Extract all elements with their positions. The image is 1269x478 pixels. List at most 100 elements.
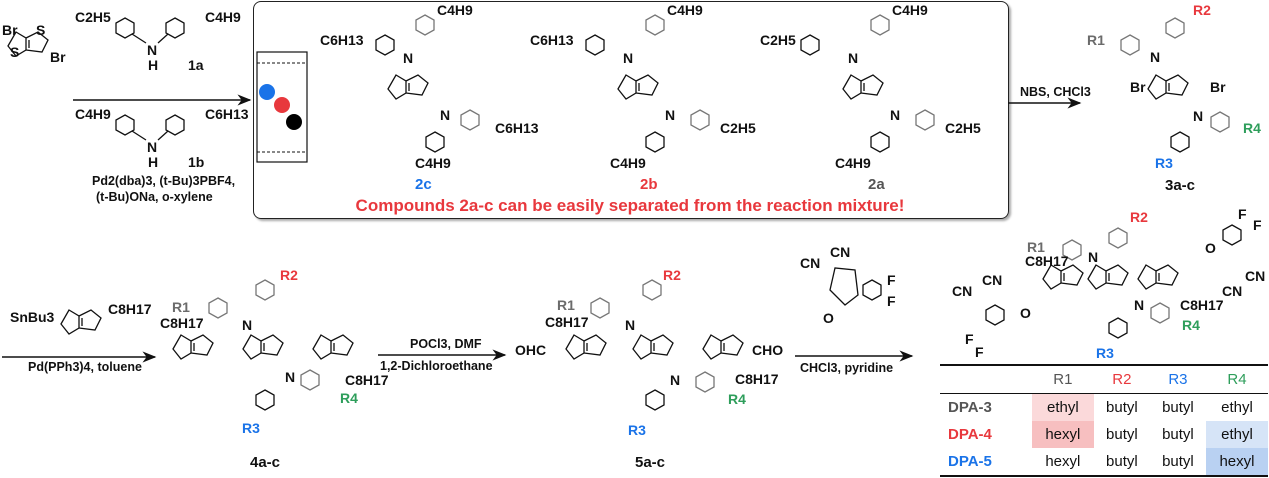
svg-text:C8H17: C8H17 [160,315,204,331]
separation-note: Compounds 2a-c can be easily separated f… [355,196,905,215]
cell: butyl [1162,426,1194,443]
conditions-step4-top: POCl3, DMF [410,337,482,351]
cell: hexyl [1205,448,1268,476]
separation-box [253,1,1009,219]
cell: ethyl [1031,393,1094,421]
svg-text:C4H9: C4H9 [437,2,473,18]
table-row: DPA-4 hexyl butyl butyl ethyl [940,421,1268,448]
svg-text:C8H17: C8H17 [735,371,779,387]
svg-text:C8H17: C8H17 [108,301,152,317]
stannyl-thienothiophene: SnBu3 C8H17 [10,301,152,335]
svg-text:F: F [1253,217,1262,233]
svg-text:C8H17: C8H17 [1025,253,1069,269]
svg-text:N: N [623,50,633,66]
compound-5a-c: N N OHC CHO R1 R2 R3 R4 C8H17 C8H17 5a-c [515,267,783,471]
table-header-r3: R3 [1168,371,1188,388]
svg-text:N: N [848,50,858,66]
svg-text:N: N [403,50,413,66]
svg-text:1b: 1b [188,154,204,170]
svg-text:4a-c: 4a-c [250,454,280,471]
conditions-step2: NBS, CHCl3 [1020,85,1091,99]
cell: butyl [1162,453,1194,470]
svg-text:R1: R1 [172,299,190,315]
svg-text:R2: R2 [1193,2,1211,18]
tlc-plate [256,51,308,163]
svg-text:C6H13: C6H13 [320,32,364,48]
svg-text:C2H5: C2H5 [720,120,756,136]
compound-2b: N N C6H13 C4H9 C4H9 C2H5 2b [530,2,756,193]
svg-text:R4: R4 [340,390,358,406]
amine-1b: C4H9 C6H13 N H 1b [75,106,249,170]
svg-text:R2: R2 [663,267,681,283]
svg-text:CN: CN [952,283,972,299]
svg-text:C4H9: C4H9 [205,9,241,25]
svg-text:Br: Br [1130,79,1146,95]
svg-text:C2H5: C2H5 [75,9,111,25]
svg-text:S: S [36,22,45,38]
svg-text:C4H9: C4H9 [892,2,928,18]
svg-text:O: O [1020,305,1031,321]
ic-2f-reagent: CN CN F F O [800,244,896,326]
conditions-step1-line1: Pd2(dba)3, (t-Bu)3PBF4, [92,174,235,188]
svg-text:N: N [147,42,157,58]
svg-text:N: N [285,369,295,385]
tlc-spot-black [286,114,302,130]
svg-text:CN: CN [800,255,820,271]
substituent-table: R1 R2 R3 R4 DPA-3 ethyl butyl butyl ethy… [940,364,1268,477]
svg-text:SnBu3: SnBu3 [10,309,55,325]
svg-text:OHC: OHC [515,342,546,358]
svg-text:R1: R1 [1027,239,1045,255]
cell: butyl [1106,399,1138,416]
svg-text:R4: R4 [1182,317,1200,333]
svg-text:2c: 2c [415,176,432,193]
svg-text:N: N [670,372,680,388]
conditions-step1-line2: (t-Bu)ONa, o-xylene [96,190,213,204]
table-header-blank [940,365,1032,394]
svg-text:F: F [1238,206,1247,222]
svg-text:CN: CN [982,272,1002,288]
row-name-dpa3: DPA-3 [948,399,992,416]
tlc-spot-blue [259,84,275,100]
svg-text:N: N [147,139,157,155]
svg-text:S: S [10,44,19,60]
row-name-dpa4: DPA-4 [948,426,992,443]
svg-text:R3: R3 [1096,345,1114,361]
svg-text:C4H9: C4H9 [75,106,111,122]
svg-text:2a: 2a [868,176,885,193]
svg-text:N: N [242,317,252,333]
cell: hexyl [1045,453,1081,470]
cell: butyl [1106,453,1138,470]
table-header-row: R1 R2 R3 R4 [940,365,1268,394]
svg-text:3a-c: 3a-c [1165,177,1195,194]
svg-text:N: N [625,317,635,333]
svg-text:N: N [1150,49,1160,65]
svg-text:C4H9: C4H9 [667,2,703,18]
svg-text:C6H13: C6H13 [495,120,539,136]
conditions-step3: Pd(PPh3)4, toluene [28,360,142,374]
table-row: DPA-3 ethyl butyl butyl ethyl [940,393,1268,421]
svg-text:F: F [887,293,896,309]
svg-text:R3: R3 [628,422,646,438]
svg-text:2b: 2b [640,176,658,193]
cell: ethyl [1221,399,1253,416]
cell: butyl [1162,399,1194,416]
svg-text:C4H9: C4H9 [835,155,871,171]
svg-text:C8H17: C8H17 [1180,297,1224,313]
svg-text:C6H13: C6H13 [205,106,249,122]
amine-1a: C2H5 C4H9 N H 1a [75,9,241,73]
compound-2a: N N C2H5 C4H9 C4H9 C2H5 2a [760,2,981,193]
svg-text:C4H9: C4H9 [415,155,451,171]
final-product-dpa: N N CN CN F F O CN CN F F O C8H17 C8H17 … [952,206,1265,361]
table-row: DPA-5 hexyl butyl butyl hexyl [940,448,1268,476]
svg-text:1a: 1a [188,57,204,73]
conditions-step5: CHCl3, pyridine [800,361,893,375]
svg-text:CHO: CHO [752,342,783,358]
svg-text:N: N [1134,297,1144,313]
svg-text:CN: CN [1245,268,1265,284]
cell: hexyl [1031,421,1094,448]
svg-text:5a-c: 5a-c [635,454,665,471]
svg-text:C8H17: C8H17 [345,372,389,388]
svg-text:N: N [890,107,900,123]
svg-text:O: O [823,310,834,326]
